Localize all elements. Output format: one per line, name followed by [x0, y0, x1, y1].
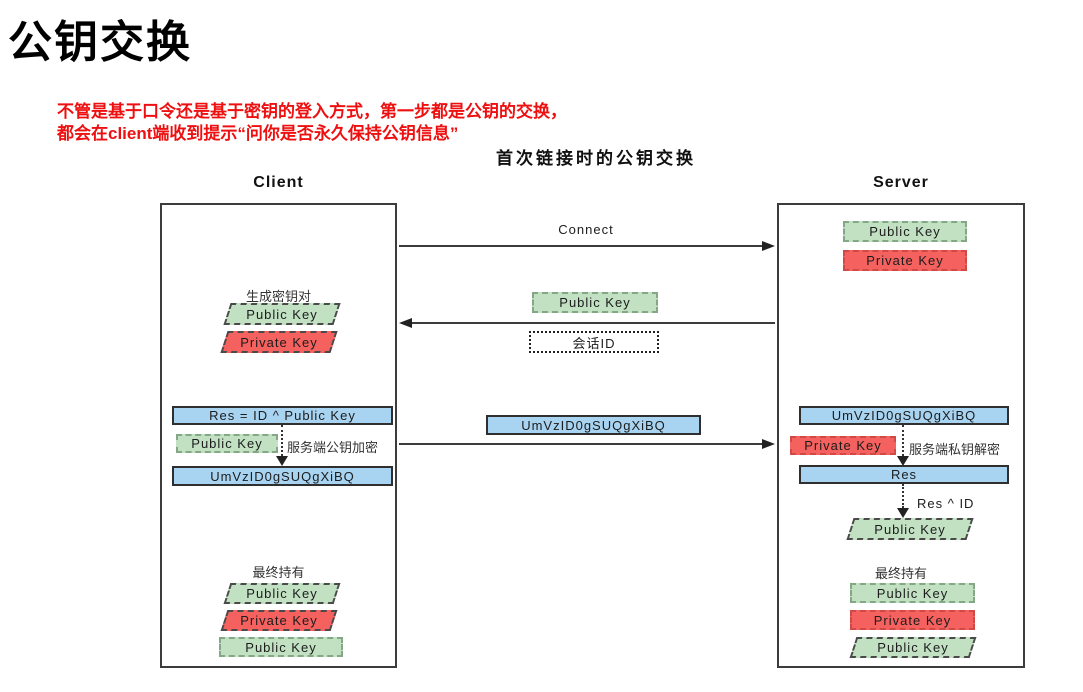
server-private-key-small-box: Private Key	[790, 436, 896, 455]
client-private-key-parallelogram: Private Key	[220, 331, 338, 353]
client-public-key-parallelogram: Public Key	[223, 303, 341, 325]
server-public-key-box: Public Key	[843, 221, 967, 242]
key-label: Public Key	[246, 306, 318, 322]
send-cipher-arrowhead-right-icon	[762, 439, 775, 449]
session-id-box: 会话ID	[529, 331, 659, 353]
client-generate-label: 生成密钥对	[245, 289, 311, 304]
client-final-server-public-key-box: Public Key	[219, 637, 343, 657]
server-final-hold-label: 最终持有	[874, 566, 927, 581]
server-decrypt-dotted-line	[902, 425, 904, 456]
key-label: Public Key	[874, 521, 946, 537]
server-decrypt-arrowhead-down-icon	[897, 456, 909, 466]
client-final-hold-label: 最终持有	[252, 565, 305, 580]
send-cipher-arrow-line	[399, 443, 763, 445]
client-res-formula-box: Res = ID ^ Public Key	[172, 406, 393, 425]
return-arrow-line	[411, 322, 775, 324]
client-final-private-key-parallelogram: Private Key	[220, 610, 338, 631]
note-line-1: 不管是基于口令还是基于密钥的登入方式，第一步都是公钥的交换，	[57, 102, 567, 121]
key-label: Public Key	[246, 586, 318, 601]
client-encrypt-label: 服务端公钥加密	[287, 440, 379, 455]
server-res-box: Res	[799, 465, 1009, 484]
channel-ciphertext-box: UmVzID0gSUQgXiBQ	[486, 415, 701, 435]
client-server-public-key-box: Public Key	[176, 434, 278, 453]
client-header: Client	[253, 174, 304, 191]
server-res-xor-label: Res ^ ID	[917, 496, 975, 511]
client-encrypt-arrowhead-down-icon	[276, 456, 288, 466]
server-decrypt-label: 服务端私钥解密	[909, 442, 1001, 457]
connect-arrowhead-right-icon	[762, 241, 775, 251]
client-encrypt-dotted-line	[281, 425, 283, 456]
key-label: Private Key	[240, 334, 318, 350]
diagram-title: 首次链接时的公钥交换	[496, 149, 696, 168]
page-title: 公钥交换	[8, 18, 192, 67]
server-header: Server	[873, 174, 929, 191]
note-line-2: 都会在client端收到提示“问你是否永久保持公钥信息”	[57, 124, 459, 143]
server-res-xor-dotted-line	[902, 484, 904, 508]
connect-arrow-line	[399, 245, 763, 247]
return-arrowhead-left-icon	[399, 318, 412, 328]
connect-label: Connect	[558, 222, 614, 237]
server-ciphertext-box: UmVzID0gSUQgXiBQ	[799, 406, 1009, 425]
server-final-private-key-box: Private Key	[850, 610, 975, 630]
key-label: Public Key	[877, 640, 949, 655]
server-private-key-box: Private Key	[843, 250, 967, 271]
client-ciphertext-box: UmVzID0gSUQgXiBQ	[172, 466, 393, 486]
channel-public-key-box: Public Key	[532, 292, 658, 313]
server-final-public-key-box: Public Key	[850, 583, 975, 603]
server-final-client-public-key-parallelogram: Public Key	[849, 637, 977, 658]
server-client-public-key-parallelogram: Public Key	[846, 518, 974, 540]
client-final-public-key-parallelogram: Public Key	[223, 583, 341, 604]
key-label: Private Key	[240, 613, 318, 628]
server-res-xor-arrowhead-down-icon	[897, 508, 909, 518]
